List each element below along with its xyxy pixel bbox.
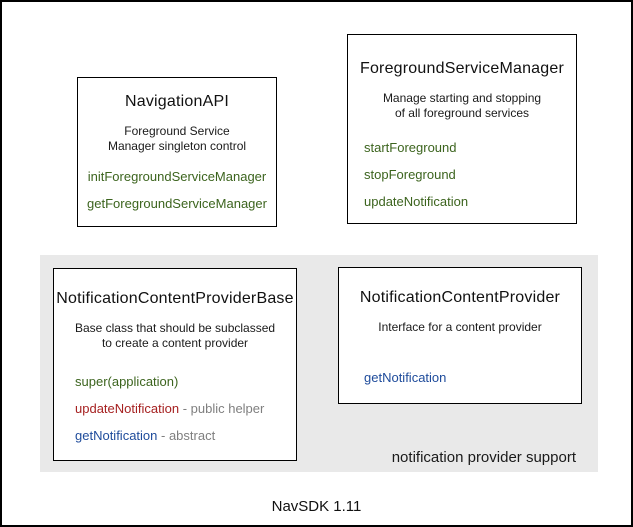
box-description: Base class that should be subclassed to …	[54, 321, 296, 351]
group-label: notification provider support	[391, 449, 576, 466]
box-title: NotificationContentProviderBase	[56, 290, 294, 307]
box-description: Manage starting and stopping of all fore…	[348, 91, 576, 121]
method-name: startForeground	[364, 140, 457, 155]
method-row: stopForeground	[364, 168, 576, 181]
method-suffix: - public helper	[179, 401, 265, 416]
method-name: super(application)	[75, 374, 179, 389]
method-name: updateNotification	[75, 401, 180, 416]
description-line: of all foreground services	[394, 106, 530, 120]
method-name: updateNotification	[364, 194, 469, 209]
method-list: startForeground stopForeground updateNot…	[348, 141, 576, 208]
method-suffix: - abstract	[157, 428, 216, 443]
method-name: stopForeground	[364, 167, 456, 182]
method-row: startForeground	[364, 141, 576, 154]
box-title: ForegroundServiceManager	[359, 60, 565, 77]
method-name: getForegroundServiceManager	[87, 196, 267, 211]
method-row: initForegroundServiceManager	[78, 170, 276, 183]
box-foreground-service-manager: ForegroundServiceManager Manage starting…	[347, 34, 577, 224]
box-description: Foreground Service Manager singleton con…	[78, 124, 276, 154]
group-region-notification-provider-support: NotificationContentProviderBase Base cla…	[40, 255, 598, 472]
box-notification-content-provider-base: NotificationContentProviderBase Base cla…	[53, 268, 297, 461]
box-navigation-api: NavigationAPI Foreground Service Manager…	[77, 77, 277, 227]
method-row: getNotification	[364, 371, 581, 384]
footer-version: NavSDK 1.11	[271, 498, 362, 515]
box-notification-content-provider: NotificationContentProvider Interface fo…	[338, 267, 582, 404]
description-line: Base class that should be subclassed	[74, 321, 276, 335]
description-line: Interface for a content provider	[378, 320, 542, 334]
method-list: getNotification	[339, 371, 581, 384]
method-row: getForegroundServiceManager	[78, 197, 276, 210]
description-line: to create a content provider	[101, 336, 249, 350]
method-name: getNotification	[75, 428, 158, 443]
box-description: Interface for a content provider	[339, 320, 581, 335]
method-list: super(application) updateNotification - …	[54, 375, 296, 442]
description-line: Manage starting and stopping	[382, 91, 542, 105]
method-row: updateNotification	[364, 195, 576, 208]
method-name: getNotification	[364, 370, 447, 385]
method-row: updateNotification - public helper	[75, 402, 296, 415]
box-title: NotificationContentProvider	[359, 289, 561, 306]
method-row: getNotification - abstract	[75, 429, 296, 442]
box-title: NavigationAPI	[125, 93, 229, 110]
method-row: super(application)	[75, 375, 296, 388]
method-name: initForegroundServiceManager	[87, 169, 267, 184]
description-line: Manager singleton control	[107, 139, 247, 153]
description-line: Foreground Service	[124, 124, 230, 138]
method-list: initForegroundServiceManager getForegrou…	[78, 170, 276, 210]
